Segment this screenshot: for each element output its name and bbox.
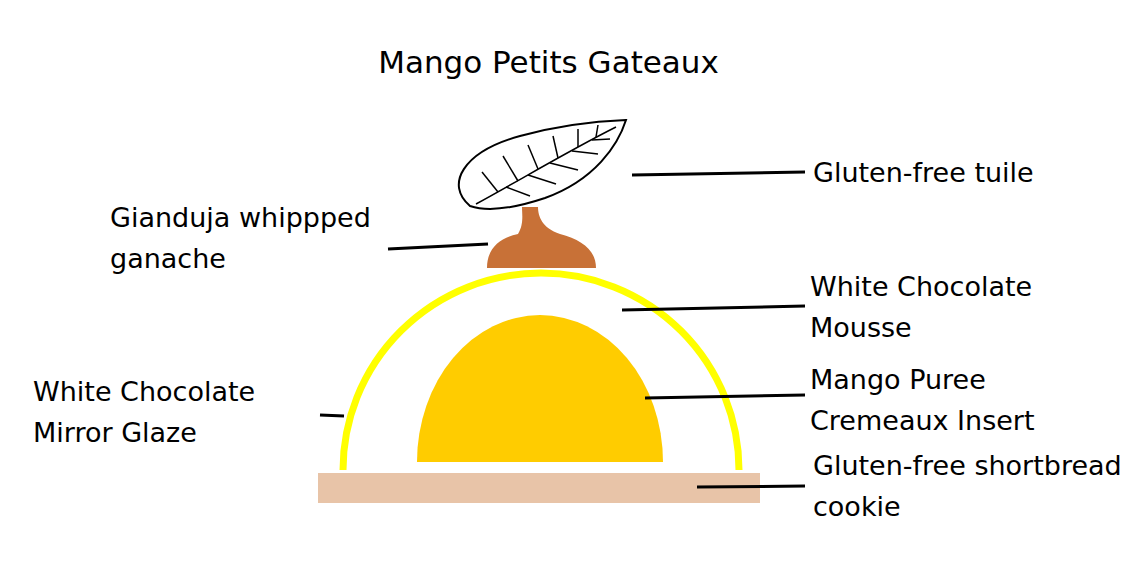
leaf-vein bbox=[553, 136, 558, 158]
part-label: White Chocolate Mousse bbox=[810, 266, 1130, 348]
leaf-vein bbox=[528, 175, 556, 184]
leader-lines bbox=[320, 172, 805, 487]
leader-line bbox=[645, 395, 805, 398]
part-label: Mango Puree Cremeaux Insert bbox=[810, 359, 1130, 441]
leader-line bbox=[320, 415, 344, 416]
part-label: Gluten-free tuile bbox=[813, 152, 1133, 193]
shortbread-cookie-shape bbox=[318, 473, 760, 503]
leader-line bbox=[388, 244, 488, 249]
leaf-vein bbox=[503, 156, 518, 181]
leader-line bbox=[697, 486, 805, 487]
leaf-vein bbox=[596, 125, 598, 137]
leaf-vein bbox=[550, 163, 578, 170]
leaf-vein bbox=[528, 145, 538, 169]
leaf-vein bbox=[482, 172, 498, 192]
leaf-vein bbox=[572, 151, 598, 154]
part-label: Gianduja whippped ganache bbox=[110, 197, 450, 279]
leaf-vein bbox=[506, 187, 530, 196]
leaf-vein bbox=[577, 129, 579, 147]
mirror-glaze-dome bbox=[343, 273, 739, 470]
leader-line bbox=[622, 306, 805, 310]
mango-insert-shape bbox=[417, 315, 663, 462]
leaf-midrib bbox=[476, 127, 616, 204]
part-label: White Chocolate Mirror Glaze bbox=[33, 371, 318, 453]
diagram-title: Mango Petits Gateaux bbox=[0, 43, 1097, 81]
leaf-veins bbox=[476, 125, 616, 204]
part-label: Gluten-free shortbread cookie bbox=[813, 445, 1133, 527]
leaf-vein bbox=[592, 139, 610, 140]
ganache-dollop bbox=[487, 207, 596, 268]
tuile-leaf bbox=[459, 120, 626, 209]
leader-line bbox=[632, 172, 805, 175]
